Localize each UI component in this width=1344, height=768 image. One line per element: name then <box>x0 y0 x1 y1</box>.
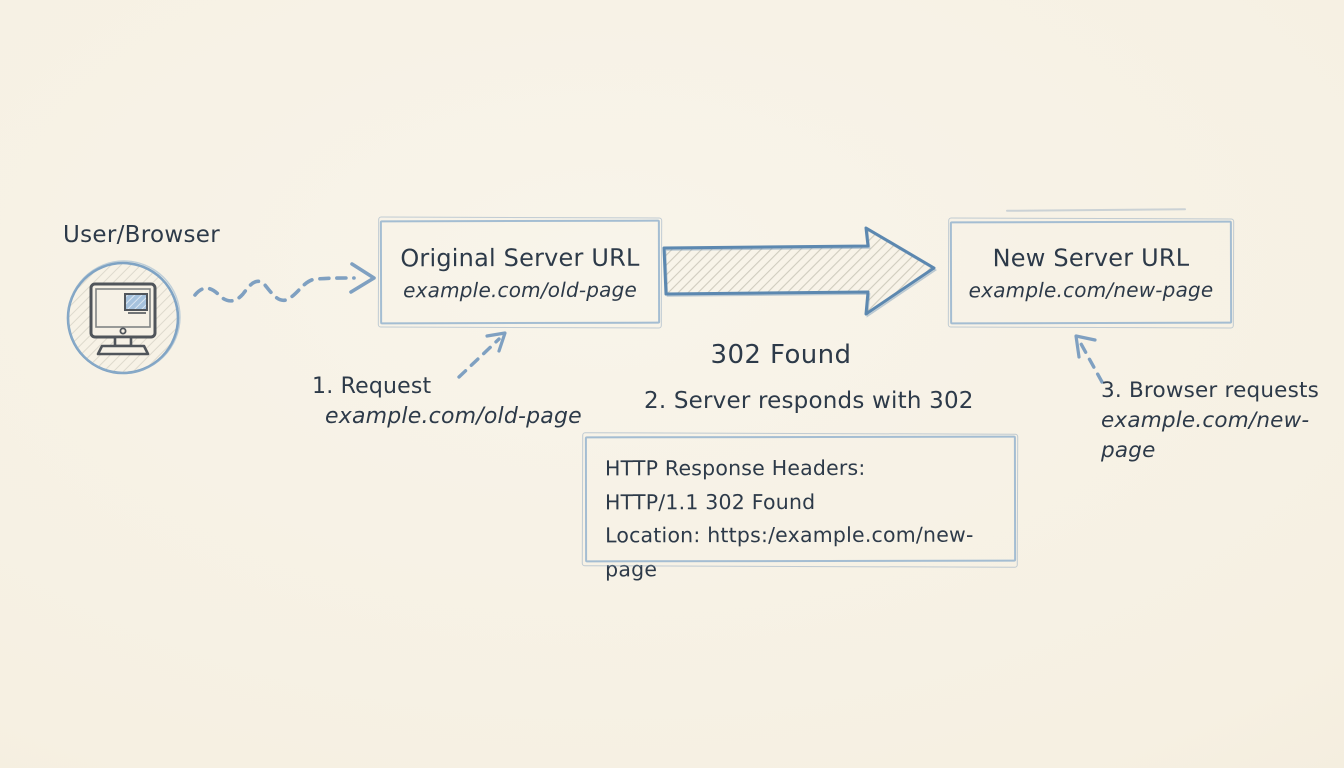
step2-annotation: 2. Server responds with 302 <box>644 388 974 414</box>
response-headers-title: HTTP Response Headers: <box>604 455 866 481</box>
wavy-dashed-arrow-icon <box>193 262 376 303</box>
step1-url: example.com/old-page <box>325 404 582 429</box>
step3-line1: 3. Browser requests <box>1101 378 1320 403</box>
step1-line1: 1. Request <box>312 374 432 399</box>
original-server-title: Original Server URL <box>400 243 640 272</box>
original-server-box: Original Server URL example.com/old-page <box>379 219 661 325</box>
computer-monitor-icon <box>66 260 181 375</box>
sketch-overshoot-line <box>1005 208 1187 212</box>
new-server-url: example.com/new-page <box>968 277 1214 303</box>
http-response-headers-box: HTTP Response Headers: HTTP/1.1 302 Foun… <box>584 435 1017 581</box>
new-server-title: New Server URL <box>992 243 1190 273</box>
big-right-arrow-icon <box>662 226 937 318</box>
dashed-arrow-up-left-icon <box>1074 334 1104 384</box>
dashed-arrow-up-right-icon <box>457 331 507 379</box>
step3-annotation: 3. Browser requests example.com/new-page <box>1101 376 1344 466</box>
status-302-label: 302 Found <box>710 340 852 370</box>
user-browser-label: User/Browser <box>63 222 220 248</box>
response-location-line: Location: https:/example.com/new-page <box>605 522 974 581</box>
new-server-box: New Server URL example.com/new-page <box>949 220 1233 325</box>
original-server-url: example.com/old-page <box>403 277 638 302</box>
step3-url: example.com/new-page <box>1101 408 1310 463</box>
response-status-line: HTTP/1.1 302 Found <box>604 489 816 514</box>
step1-annotation: 1. Request example.com/old-page <box>312 372 582 432</box>
